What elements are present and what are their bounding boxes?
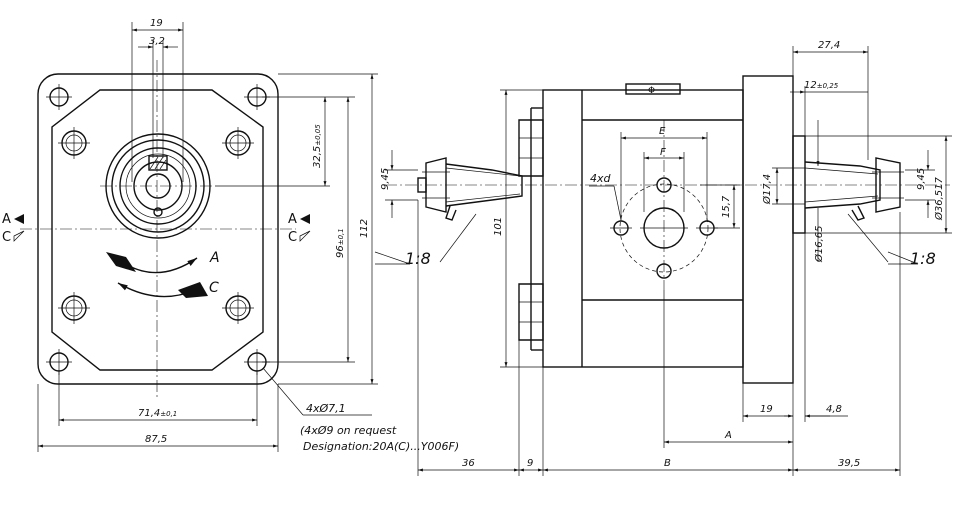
dim-overall-height: 112 xyxy=(359,219,370,238)
dim-left-step: 9 xyxy=(527,458,533,469)
side-left-dims: 9,45 1:8 101 xyxy=(374,89,543,368)
port-markers: A C A C xyxy=(2,212,311,245)
side-right-dims: 27,4 12±0,25 Ø17,4 Ø16,65 9,45 Ø36,517 1… xyxy=(761,40,952,268)
dim-bolt-horizontal: 71,4±0,1 xyxy=(138,408,177,419)
front-shaft xyxy=(105,133,211,239)
left-port-a: A xyxy=(2,212,11,227)
dim-right-shaft: 39,5 xyxy=(838,458,860,469)
right-port-c: C xyxy=(288,230,297,245)
dim-body-height: 101 xyxy=(493,217,504,236)
dim-f: F xyxy=(660,147,666,158)
front-corner-holes xyxy=(46,84,270,375)
dim-bolt-vertical: 96±0,1 xyxy=(335,228,346,258)
left-shaft xyxy=(417,157,523,221)
dim-left-shaft: 36 xyxy=(462,458,475,469)
dim-flange-width: 27,4 xyxy=(818,40,840,51)
side-flange xyxy=(742,75,904,384)
front-flange-outline xyxy=(37,73,279,385)
front-body-outline xyxy=(51,89,264,371)
rotation-label-c: C xyxy=(209,280,219,296)
dim-key-slot: 3,2 xyxy=(149,36,165,47)
left-port-c: C xyxy=(2,230,11,245)
dim-shaft-dia: Ø17,4 xyxy=(761,174,773,205)
dim-thread-right: 9,45 xyxy=(916,168,927,190)
rotation-label-a: A xyxy=(209,250,220,266)
side-body: Φ xyxy=(530,83,744,368)
note-line-1: (4xØ9 on request xyxy=(300,424,397,437)
front-top-dims: 19 3,2 xyxy=(131,18,184,182)
dim-b: B xyxy=(664,458,671,469)
dim-pilot-dia: Ø36,517 xyxy=(933,177,945,221)
side-bolts xyxy=(518,119,544,341)
right-port-a: A xyxy=(288,212,297,227)
dim-height-centre: 32,5±0,05 xyxy=(312,124,323,168)
note-line-2: Designation:20A(C)...Y006F) xyxy=(303,440,459,453)
front-right-dims: 32,5±0,05 96±0,1 112 xyxy=(215,73,378,385)
dim-holes-4xd: 4xd xyxy=(590,172,612,185)
side-view: Φ xyxy=(374,40,952,476)
dim-taper-right: 1:8 xyxy=(910,249,936,268)
side-port-dims: E F 4xd 15,7 xyxy=(589,126,740,229)
front-inner-bolts xyxy=(58,127,254,324)
dim-key-width: 19 xyxy=(150,18,163,29)
dim-port-offset: 15,7 xyxy=(721,195,732,218)
dim-shaft-step: 4,8 xyxy=(826,404,842,415)
dim-flange-thk: 19 xyxy=(760,404,773,415)
dim-taper-dia: Ø16,65 xyxy=(813,226,825,264)
dim-spigot: 12±0,25 xyxy=(804,80,839,91)
rotation-arrows: A C xyxy=(106,250,220,298)
front-bottom-dims: 71,4±0,1 87,5 4xØ7,1 (4xØ9 on request De… xyxy=(37,367,459,453)
front-view: A C A C A C 19 3,2 xyxy=(2,18,459,453)
side-bottom-dims: 19 4,8 A 36 9 B 39,5 xyxy=(417,200,901,476)
dim-a: A xyxy=(724,430,732,441)
dim-overall-width: 87,5 xyxy=(145,434,167,445)
dim-thread-left: 9,45 xyxy=(380,168,391,190)
port-symbol: Φ xyxy=(648,86,655,96)
dim-e: E xyxy=(659,126,666,137)
dim-holes: 4xØ7,1 xyxy=(306,402,346,415)
